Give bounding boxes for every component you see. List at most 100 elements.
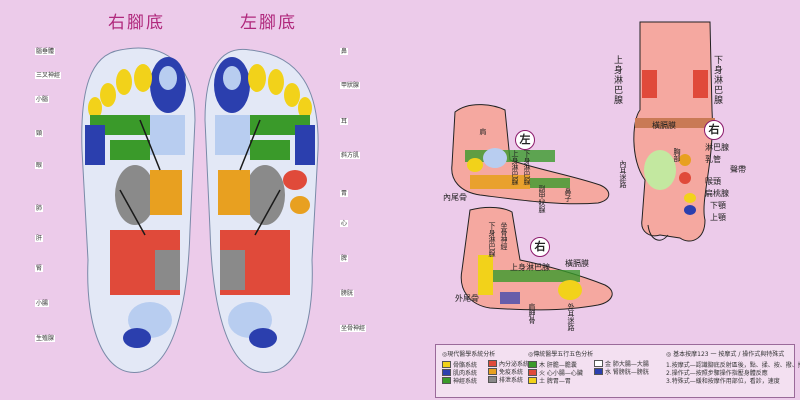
legend-label: 金 肺大腸—大腸 [605, 360, 649, 368]
note-ear: 耳 [340, 118, 349, 125]
label-sciatic: 坐骨神經 [500, 222, 508, 250]
legend-label: 內分泌系統 [499, 360, 530, 368]
note-nose: 鼻 [340, 48, 349, 55]
legend-massage-item: 2.操作式—按照步驟操作指壓身體反應 [666, 369, 768, 377]
note-sciatic: 坐骨神經 [340, 325, 367, 332]
note-cerebellum: 小腦 [35, 96, 50, 103]
legend-traditional-title: ◎傳統醫學五行五色分析 [528, 351, 594, 358]
label-diaphragm-outer: 橫膈膜 [565, 259, 589, 268]
label-upper-lymph-side: 上身淋巴腺 [511, 150, 519, 185]
label-vocal-cord: 聲帶 [730, 165, 746, 174]
legend-massage: ◎ 基本按摩123 一 按摩式 / 操作式與特殊式 1.按摩式—認識腳底反射區後… [666, 349, 800, 385]
legend-label: 神經系統 [453, 377, 478, 385]
left-sole [204, 48, 319, 373]
legend-item: 金 肺大腸—大腸 [594, 359, 664, 368]
legend-item: 水 腎膀胱—膀胱 [594, 367, 664, 376]
label-upper-lymph: 上身淋巴腺 [612, 55, 622, 105]
label-chest: 胸部 [673, 148, 681, 162]
legend-box: ◎現代醫學系統分析 骨骼系統肌肉系統神經系統 內分泌系統免疫系統排泄系統 ◎傳統… [435, 344, 800, 398]
note-trigeminal: 三叉神經 [35, 72, 62, 79]
outer-side-foot [460, 206, 613, 311]
note-stomach: 胃 [340, 190, 349, 197]
badge-right-outer: 右 [530, 237, 550, 257]
legend-item: 木 肝膽—膽囊 [528, 360, 623, 369]
legend-label: 排泄系統 [499, 376, 524, 384]
note-lung: 肺 [35, 205, 44, 212]
legend-swatch [442, 368, 451, 376]
left-sole-title: 左腳底 [240, 13, 297, 33]
note-thyroid: 甲狀腺 [340, 82, 361, 89]
label-outer-tailbone: 外尾骨 [455, 294, 479, 303]
label-scapula-outer: 肩胛骨 [528, 303, 536, 324]
legend-massage-title: ◎ 基本按摩123 一 按摩式 / 操作式與特殊式 [666, 351, 785, 358]
top-foot [633, 21, 715, 242]
note-kidney: 腎 [35, 265, 44, 272]
legend-swatch [442, 360, 451, 368]
badge-left: 左 [515, 130, 535, 150]
note-neck: 頸 [35, 130, 44, 137]
inner-side-foot [451, 104, 610, 205]
right-sole [81, 47, 196, 373]
note-heart: 心 [340, 220, 349, 227]
label-tonsils: 扁桃腺 [705, 189, 729, 198]
note-liver: 肝 [35, 235, 44, 242]
legend-item: 火 心小腸—心臟 [528, 368, 623, 377]
label-upper-jaw: 上顎 [710, 213, 726, 222]
note-gonads: 生殖腺 [35, 335, 56, 342]
label-lower-lymph-outer: 下身淋巴腺 [488, 222, 496, 257]
legend-massage-item: 3.特殊式—緩和按摩作用部位，看診，速度 [666, 377, 780, 385]
legend-swatch [528, 360, 537, 368]
legend-swatch [594, 359, 603, 367]
legend-item: 排泄系統 [488, 375, 538, 384]
legend-label: 水 腎膀胱—膀胱 [605, 368, 649, 376]
legend-swatch [442, 376, 451, 384]
badge-right: 右 [704, 120, 724, 140]
right-sole-title: 右腳底 [108, 13, 165, 33]
legend-swatch [594, 367, 603, 375]
label-diaphragm: 橫膈膜 [652, 121, 676, 130]
legend-swatch [488, 375, 497, 383]
legend-label: 免疫系統 [499, 368, 524, 376]
legend-label: 火 心小腸—心臟 [539, 369, 583, 377]
label-lower-lymph-side: 下身淋巴腺 [523, 150, 531, 185]
label-nose: 鼻子 [564, 188, 572, 202]
note-small-intestine: 小腸 [35, 300, 50, 307]
label-outer-ear: 外耳迷路 [567, 303, 575, 331]
note-bladder: 膀胱 [340, 290, 355, 297]
legend-item: 神經系統 [442, 376, 522, 385]
legend-item: 骨骼系統 [442, 360, 522, 369]
legend-modern-title: ◎現代醫學系統分析 [442, 351, 496, 358]
label-lower-jaw: 下顎 [710, 201, 726, 210]
note-trapezius: 斜方肌 [340, 152, 361, 159]
legend-item: 內分泌系統 [488, 359, 538, 368]
legend-swatch [488, 367, 497, 375]
label-larynx: 喉頭 [705, 177, 721, 186]
label-lower-lymph: 下身淋巴腺 [712, 55, 722, 105]
label-upper-lymph-outer: 上身淋巴腺 [510, 263, 550, 272]
legend-label: 肌肉系統 [453, 369, 478, 377]
label-inner-tailbone: 內尾骨 [443, 193, 467, 202]
legend-swatch [528, 376, 537, 384]
legend-label: 骨骼系統 [453, 361, 478, 369]
legend-label: 木 肝膽—膽囊 [539, 361, 577, 369]
label-milk-duct: 乳管 [705, 155, 721, 164]
note-pituitary: 腦垂體 [35, 48, 56, 55]
legend-item: 免疫系統 [488, 367, 538, 376]
legend-swatch [528, 368, 537, 376]
label-parathyroid: 副甲狀腺 [538, 185, 546, 213]
note-spleen: 脾 [340, 255, 349, 262]
legend-modern-b: 內分泌系統免疫系統排泄系統 [488, 359, 538, 384]
legend-massage-item: 1.按摩式—認識腳底反射區後，點、揉、按、撥、推 [666, 361, 800, 369]
legend-item: 土 脾胃—胃 [528, 376, 623, 385]
legend-traditional: ◎傳統醫學五行五色分析 木 肝膽—膽囊火 心小腸—心臟土 脾胃—胃 [528, 349, 623, 385]
label-inner-ear: 內耳迷路 [619, 160, 627, 188]
legend-label: 土 脾胃—胃 [539, 377, 571, 385]
legend-traditional-b: 金 肺大腸—大腸水 腎膀胱—膀胱 [594, 359, 664, 376]
legend-item: 肌肉系統 [442, 368, 522, 377]
legend-modern: ◎現代醫學系統分析 骨骼系統肌肉系統神經系統 [442, 349, 522, 385]
label-scapula: 肩 [479, 128, 487, 135]
note-eye: 眼 [35, 162, 44, 169]
legend-swatch [488, 359, 497, 367]
